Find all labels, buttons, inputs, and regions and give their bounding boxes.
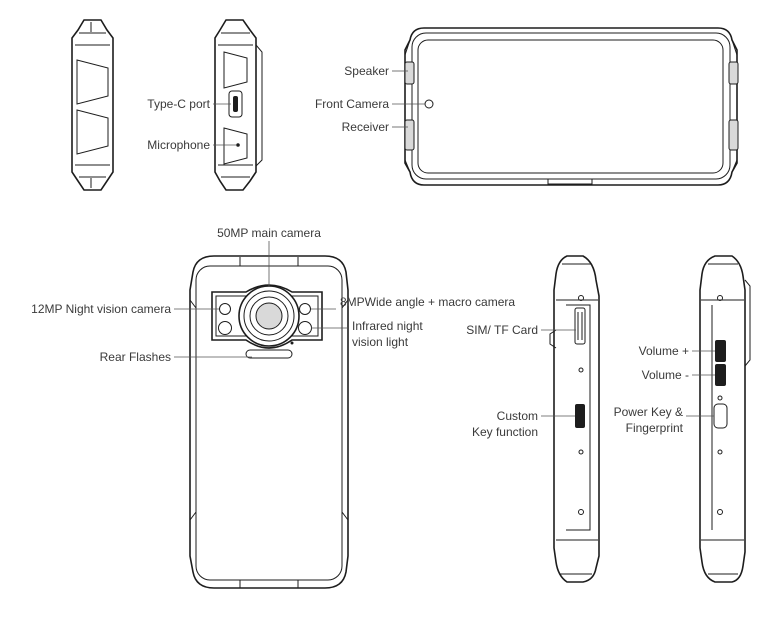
label-power-key-line1: Power Key &: [614, 405, 683, 419]
volume-down-button: [715, 364, 726, 386]
microphone-hole-icon: [236, 143, 240, 147]
label-custom-key-line1: Custom: [497, 409, 538, 423]
labels: Type-C port Microphone Speaker Front Cam…: [31, 64, 689, 439]
night-vision-camera-lens: [219, 303, 231, 315]
top-edge-view: [71, 19, 114, 191]
leader-lines: [174, 70, 715, 417]
bottom-edge-view: [214, 19, 263, 191]
label-volume-down: Volume -: [642, 368, 689, 382]
front-screen: [417, 39, 724, 174]
label-night-vision-camera: 12MP Night vision camera: [31, 302, 171, 316]
left-side-view: [549, 255, 600, 583]
sim-tray-icon: [574, 307, 586, 345]
right-side-view: [699, 255, 751, 583]
label-volume-up: Volume +: [639, 344, 689, 358]
label-type-c-port: Type-C port: [147, 97, 210, 111]
label-microphone: Microphone: [147, 138, 210, 152]
back-view: [189, 255, 349, 589]
label-infrared-line1: Infrared night: [352, 319, 423, 333]
label-speaker: Speaker: [344, 64, 389, 78]
label-front-camera: Front Camera: [315, 97, 389, 111]
label-custom-key-line2: Key function: [472, 425, 538, 439]
label-receiver: Receiver: [342, 120, 389, 134]
label-wide-angle-camera: 8MPWide angle + macro camera: [340, 295, 515, 309]
label-main-camera: 50MP main camera: [217, 226, 321, 240]
label-sim-card: SIM/ TF Card: [466, 323, 538, 337]
label-power-key-line2: Fingerprint: [626, 421, 684, 435]
receiver-grille-icon: [404, 119, 415, 151]
speaker-grille-icon: [404, 61, 415, 85]
wide-angle-camera-lens: [299, 303, 311, 315]
front-view: [404, 27, 739, 186]
rear-flash-light: [218, 321, 232, 335]
custom-key-button: [575, 404, 585, 428]
label-infrared-line2: vision light: [352, 335, 409, 349]
volume-up-button: [715, 340, 726, 362]
label-rear-flashes: Rear Flashes: [100, 350, 171, 364]
